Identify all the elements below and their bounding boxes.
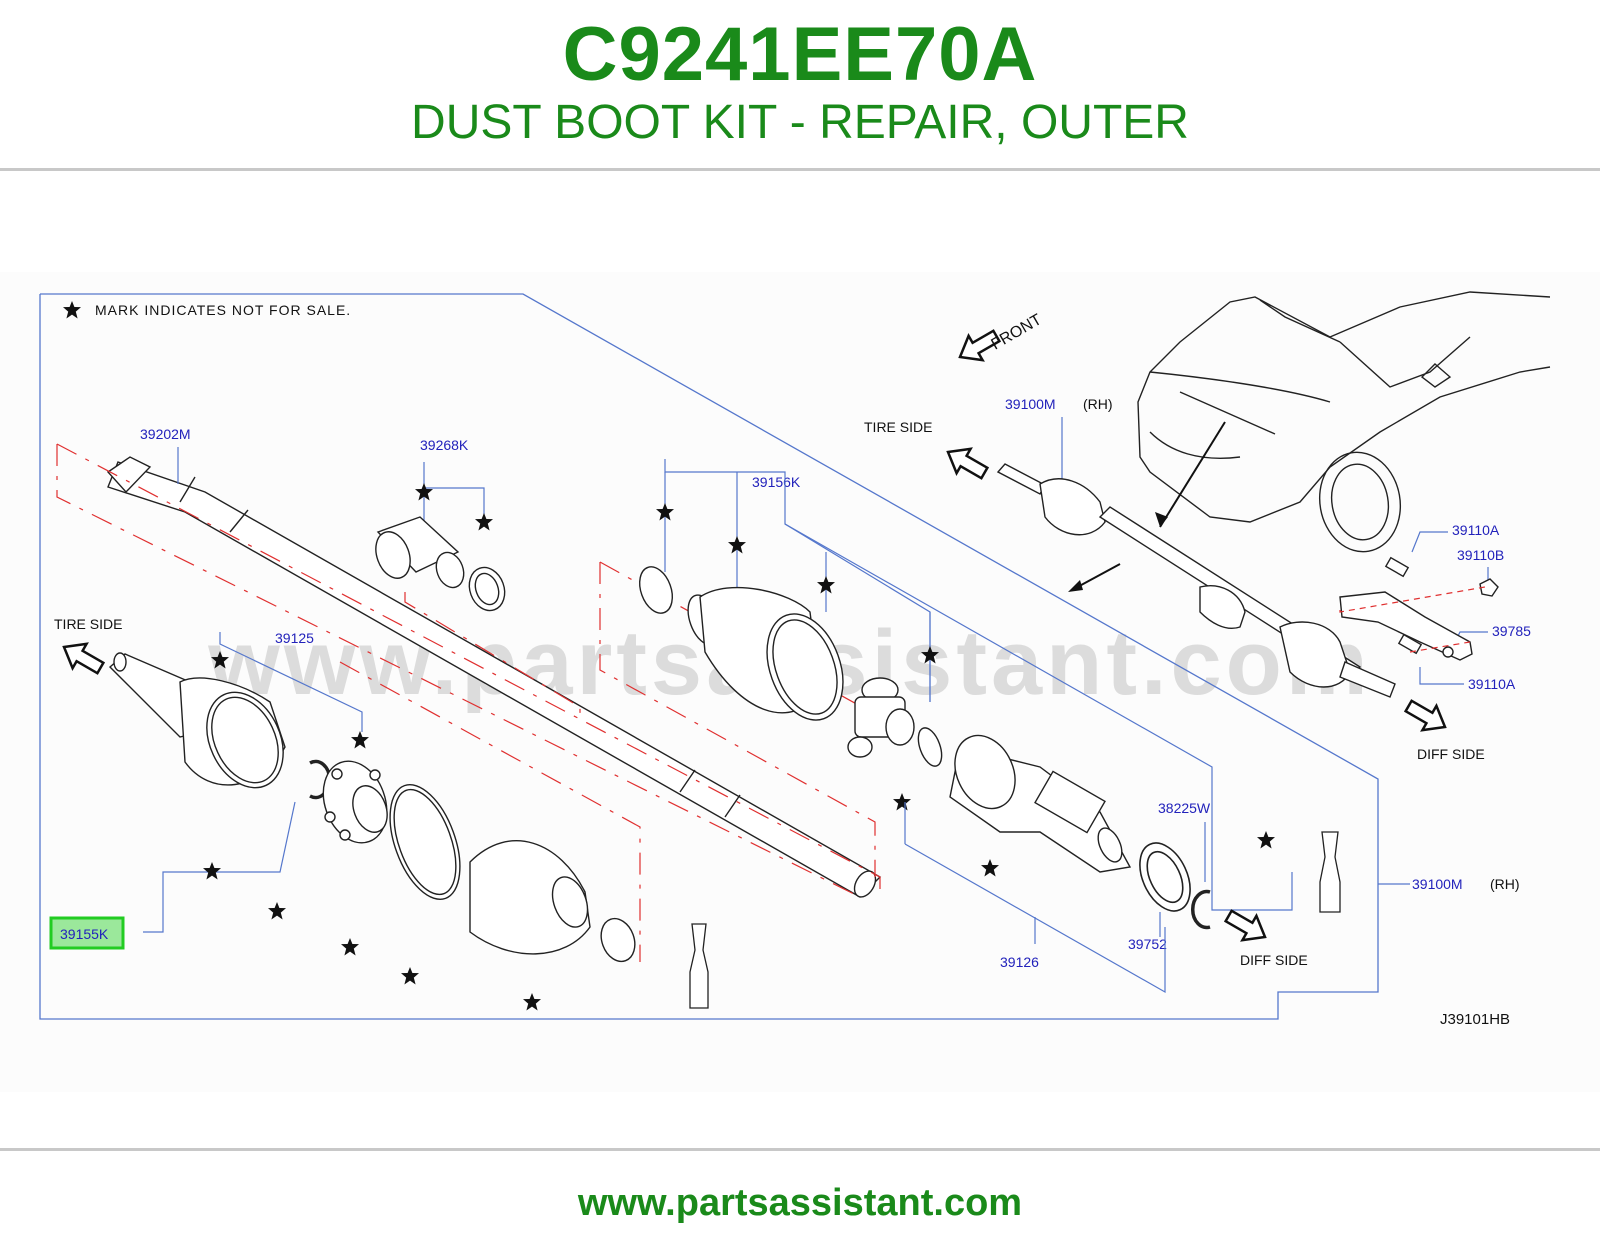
callout-38225W[interactable]: 38225W — [1158, 800, 1211, 816]
callout-39156K[interactable]: 39156K — [752, 474, 801, 490]
tire-side-arrow-icon-right — [946, 447, 990, 480]
highlighted-part-box[interactable] — [49, 916, 125, 950]
part-number-title: C9241EE70A — [562, 12, 1038, 97]
shaft-dash-guide — [56, 444, 861, 898]
tripod-joint-icon — [847, 677, 943, 767]
location-pointer — [1159, 421, 1226, 528]
drawing-code: J39101HB — [1440, 1011, 1510, 1028]
rh-label-top: (RH) — [1083, 396, 1113, 412]
callout-39155K[interactable]: 39155K — [60, 926, 109, 942]
rh-drive-shaft-assembly-icon — [996, 463, 1396, 698]
leader-39126 — [904, 843, 1166, 994]
grease-tube-icon — [1319, 831, 1341, 913]
callout-39202M[interactable]: 39202M — [140, 426, 191, 442]
diff-side-arrow-icon — [1223, 909, 1267, 942]
leader-39110A-bottom — [1419, 667, 1464, 685]
leader-39155K — [143, 801, 296, 933]
callout-39110A-top[interactable]: 39110A — [1452, 522, 1500, 538]
callout-39110B[interactable]: 39110B — [1457, 547, 1504, 563]
inner-boot-dash-guide — [599, 562, 876, 877]
leader-39268K — [423, 462, 485, 518]
footer-divider — [0, 1148, 1600, 1151]
vehicle-outline-icon — [1137, 291, 1551, 553]
callout-39100M-top[interactable]: 39100M — [1005, 396, 1056, 412]
oil-seal-icon — [1139, 842, 1191, 912]
callout-39110A-bottom[interactable]: 39110A — [1468, 676, 1516, 692]
tire-side-label-left: TIRE SIDE — [54, 616, 122, 632]
callout-39785[interactable]: 39785 — [1492, 623, 1531, 639]
callout-39268K[interactable]: 39268K — [420, 437, 469, 453]
location-pointer-2-head — [1068, 580, 1083, 592]
inner-housing-icon — [949, 734, 1132, 873]
outer-boot-dash-guide — [339, 661, 641, 962]
bracket-icon — [1339, 556, 1499, 661]
leader-39125 — [219, 632, 363, 732]
grease-tube-icon-left — [689, 923, 709, 1009]
diff-side-label-lower: DIFF SIDE — [1240, 952, 1308, 968]
drive-shaft-39202M — [106, 456, 882, 898]
shaft-dash-guide-2 — [56, 443, 881, 897]
tire-side-arrow-icon-left — [62, 642, 106, 675]
bracket-dash-guide — [1339, 586, 1486, 613]
damper-dash-guide — [404, 592, 581, 717]
location-pointer-head — [1155, 512, 1168, 527]
leader-39110A-top — [1411, 531, 1448, 553]
outer-cv-joint-icon — [108, 652, 286, 789]
tire-side-label-right: TIRE SIDE — [864, 419, 932, 435]
rh-label-right: (RH) — [1490, 876, 1520, 892]
leader-39156K-e — [784, 523, 1293, 911]
footer-website-link[interactable]: www.partsassistant.com — [577, 1182, 1023, 1224]
callout-39126[interactable]: 39126 — [1000, 954, 1039, 970]
callout-39752[interactable]: 39752 — [1128, 936, 1167, 952]
part-description: DUST BOOT KIT - REPAIR, OUTER — [411, 96, 1189, 149]
outer-joint-ball-cage-icon — [322, 760, 388, 844]
not-for-sale-note: MARK INDICATES NOT FOR SALE. — [95, 302, 351, 318]
front-arrow-icon — [958, 329, 1002, 362]
diff-side-label-right: DIFF SIDE — [1417, 746, 1485, 762]
exploded-parts-diagram: www.partsassistant.com MARK INDICATES NO… — [0, 272, 1600, 1092]
damper-icon — [375, 516, 506, 612]
diff-side-arrow-icon-right — [1403, 699, 1447, 732]
callout-39125[interactable]: 39125 — [275, 630, 314, 646]
outer-boot-icon — [389, 783, 636, 963]
callout-39100M-right[interactable]: 39100M — [1412, 876, 1463, 892]
header-divider — [0, 168, 1600, 171]
inner-boot-icon — [638, 566, 844, 721]
page-header: C9241EE70A DUST BOOT KIT - REPAIR, OUTER — [0, 0, 1600, 170]
assembly-frame — [39, 293, 1379, 1020]
